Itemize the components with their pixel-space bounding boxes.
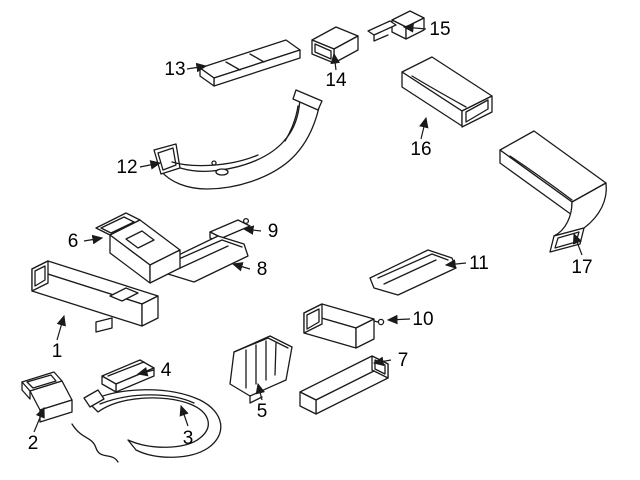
callout-12: 12 xyxy=(116,157,137,178)
leader-line-13 xyxy=(186,62,208,73)
part-12-drawing xyxy=(153,89,323,190)
callout-10: 10 xyxy=(412,309,433,330)
callout-2: 2 xyxy=(28,433,39,454)
callout-14: 14 xyxy=(325,70,347,91)
part-1-drawing xyxy=(31,260,159,333)
leader-line-2 xyxy=(33,406,45,433)
callout-8: 8 xyxy=(257,259,268,280)
callout-labels: 1 2 3 4 5 6 7 8 9 10 11 12 13 14 15 16 1… xyxy=(28,19,593,454)
callout-16: 16 xyxy=(410,139,431,160)
leader-line-9 xyxy=(242,225,262,235)
leader-line-4 xyxy=(136,367,155,377)
part-11-drawing xyxy=(369,249,457,296)
leader-line-8 xyxy=(231,262,251,272)
leader-line-17 xyxy=(572,232,583,256)
callout-11: 11 xyxy=(469,253,489,274)
leader-line-6 xyxy=(83,234,104,245)
leader-line-12 xyxy=(139,160,162,170)
leader-line-10 xyxy=(386,314,411,325)
leader-line-1 xyxy=(56,314,66,341)
part-16-mouth-opening xyxy=(465,99,489,123)
part-5-drawing xyxy=(229,335,293,404)
callout-7: 7 xyxy=(398,350,409,371)
part-4-drawing xyxy=(101,359,155,393)
callout-9: 9 xyxy=(268,221,279,242)
leader-line-3 xyxy=(179,404,189,427)
callout-17: 17 xyxy=(571,257,592,278)
callout-1: 1 xyxy=(52,341,63,362)
part-3-mouth-opening xyxy=(83,389,105,408)
part-16-drawing xyxy=(401,56,493,128)
leader-lines xyxy=(33,23,583,433)
part-6-drawing xyxy=(95,212,181,284)
callout-5: 5 xyxy=(257,401,268,422)
leader-line-5 xyxy=(255,382,265,401)
part-17-drawing xyxy=(499,130,607,253)
part-2-drawing xyxy=(21,371,73,423)
callout-15: 15 xyxy=(429,19,450,40)
leader-line-7 xyxy=(372,356,392,367)
part-13-drawing xyxy=(199,39,301,87)
callout-3: 3 xyxy=(183,428,194,449)
callout-4: 4 xyxy=(161,360,172,381)
part-3-drawing xyxy=(71,389,222,463)
part-15-drawing xyxy=(367,10,425,42)
part-10-drawing xyxy=(303,303,385,349)
leader-line-15 xyxy=(402,23,427,33)
leader-line-11 xyxy=(444,259,467,269)
leader-line-14 xyxy=(330,52,340,71)
leader-line-16 xyxy=(419,116,429,140)
part-12-top-mouth xyxy=(292,89,323,111)
callout-6: 6 xyxy=(68,231,79,252)
part-7-drawing xyxy=(299,355,389,415)
cable-squiggle xyxy=(71,423,119,463)
callout-13: 13 xyxy=(164,59,185,80)
part-6-second-opening xyxy=(125,230,155,249)
